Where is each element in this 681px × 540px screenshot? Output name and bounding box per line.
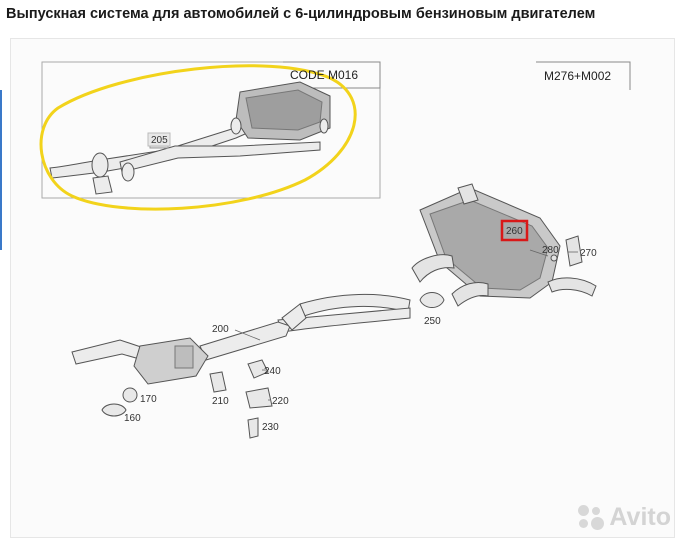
inset-exhaust-drawing <box>49 81 331 195</box>
highlight-ellipse <box>39 64 357 211</box>
part-200-label: 200 <box>212 324 229 335</box>
part-220-label: 220 <box>272 396 289 407</box>
part-160-label: 160 <box>124 413 141 424</box>
avito-wordmark: Avito <box>609 503 671 531</box>
clamp-160 <box>101 403 127 417</box>
part-205-label: 205 <box>151 135 168 146</box>
part-170-label: 170 <box>140 394 157 405</box>
clamp-250 <box>419 292 445 308</box>
inset-code-box <box>283 61 381 89</box>
engine-code-label: M276+M002 <box>544 69 611 83</box>
nut-240 <box>247 359 269 379</box>
part-250-label: 250 <box>424 316 441 327</box>
part-260-highlight <box>500 219 529 242</box>
left-accent-rule <box>0 90 2 250</box>
part-230-label: 230 <box>262 422 279 433</box>
part-210-label: 210 <box>212 396 229 407</box>
avito-logo-icon <box>578 504 605 531</box>
avito-watermark: Avito <box>578 503 671 532</box>
bracket-220 <box>245 387 273 409</box>
part-260-label: 260 <box>506 226 523 237</box>
hardware-drawing <box>101 292 445 439</box>
page-title: Выпускная система для автомобилей с 6-ци… <box>6 6 596 22</box>
part-280-label: 280 <box>542 245 559 256</box>
part-240-label: 240 <box>264 366 281 377</box>
clamp-170 <box>122 387 138 403</box>
rear-muffler-drawing <box>411 183 597 307</box>
part-270-label: 270 <box>580 248 597 259</box>
bolt-230 <box>247 417 259 439</box>
bracket-210 <box>209 371 227 393</box>
part-205-tag <box>147 132 171 147</box>
inset-code-label: CODE M016 <box>290 68 358 82</box>
engine-code-box <box>536 61 631 90</box>
front-pipe-drawing <box>71 293 411 385</box>
leader-lines <box>234 249 578 401</box>
